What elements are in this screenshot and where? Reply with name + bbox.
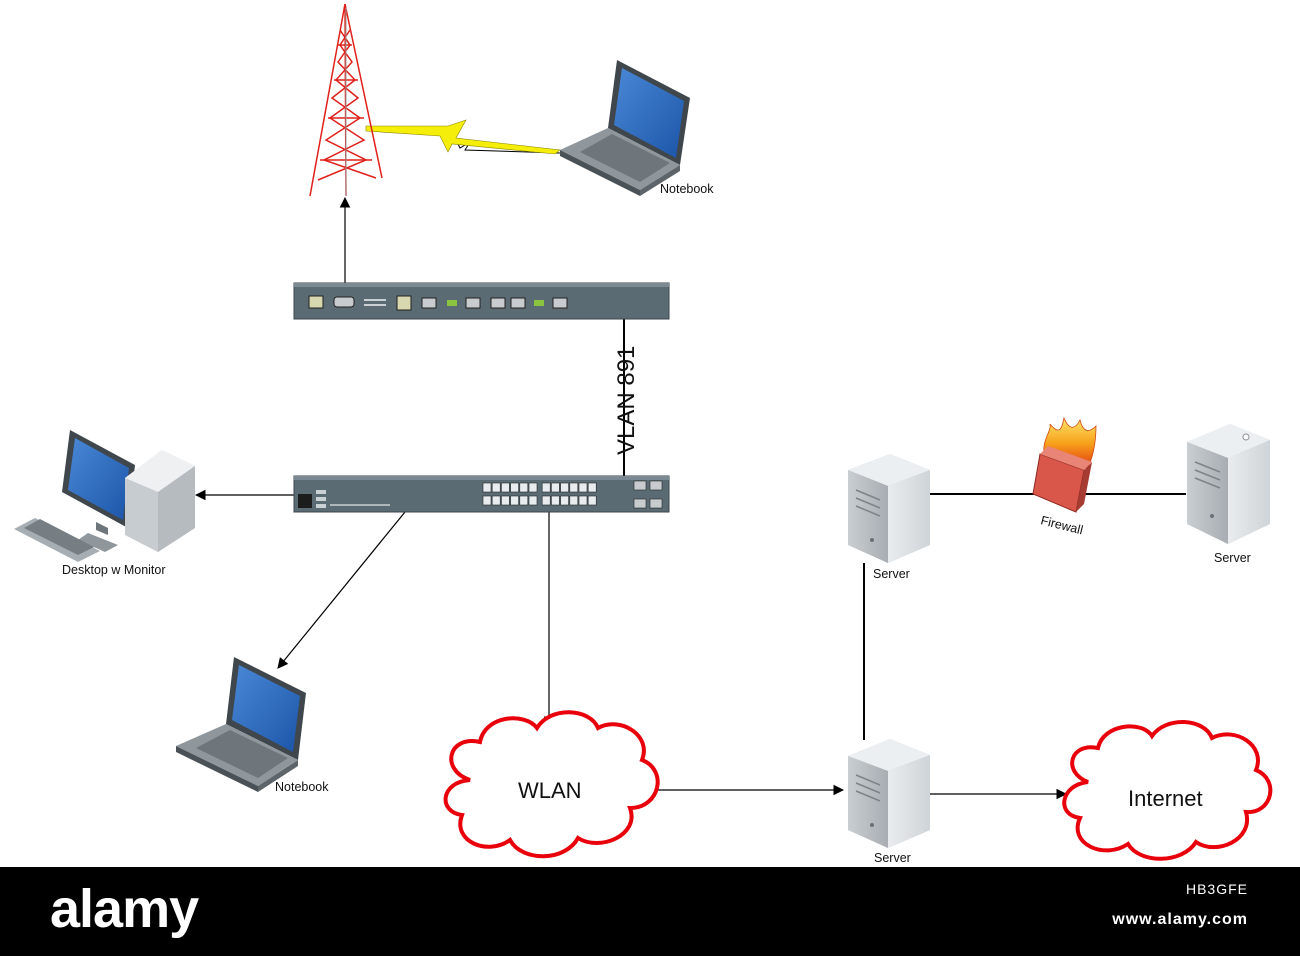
switch-uplink-port (649, 498, 663, 509)
switch-port (578, 495, 588, 506)
footer-url: www.alamy.com (1112, 911, 1248, 928)
switch-port (569, 495, 579, 506)
server-bottom-label: Server (874, 851, 911, 865)
switch-port (491, 482, 501, 493)
switch-port (551, 495, 560, 506)
switch-port (560, 495, 569, 506)
switch-port (587, 482, 597, 493)
firewall-label: Firewall (1039, 513, 1084, 537)
wlan-label: WLAN (518, 778, 582, 803)
switch-port (560, 482, 569, 493)
switch-port (510, 482, 519, 493)
switch-port (501, 482, 510, 493)
server-top-left-icon (848, 454, 930, 563)
watermark-footer: alamy HB3GFE www.alamy.com (0, 867, 1300, 956)
switch-port (541, 482, 551, 493)
switch-port (491, 495, 501, 506)
switch-port (569, 482, 579, 493)
switch-port (541, 495, 551, 506)
switch-uplink-port (633, 498, 647, 509)
notebook-top-label: Notebook (660, 182, 714, 196)
switch-port (551, 482, 560, 493)
notebook-bottom-label: Notebook (275, 780, 329, 794)
desktop-monitor-icon (14, 430, 195, 562)
lightning-icon (365, 119, 561, 155)
switch-uplink-port (649, 480, 663, 491)
switch-port (587, 495, 597, 506)
server-bottom-icon (848, 739, 930, 848)
switch-device (293, 475, 670, 513)
vlan-label: VLAN 891 (613, 346, 640, 455)
server-top-right-label: Server (1214, 551, 1251, 565)
internet-label: Internet (1128, 786, 1203, 811)
switch-ports (482, 480, 663, 509)
switch-port (528, 495, 538, 506)
switch-port (578, 482, 588, 493)
server-top-right-icon (1187, 424, 1270, 544)
firewall-icon (1032, 416, 1097, 513)
switch-port (501, 495, 510, 506)
desktop-label: Desktop w Monitor (62, 563, 166, 577)
switch-port (510, 495, 519, 506)
switch-port (482, 495, 492, 506)
link-switch-to-notebook (277, 511, 406, 669)
notebook-bottom-icon (176, 657, 306, 792)
router-device (293, 282, 670, 320)
switch-port (519, 482, 529, 493)
notebook-top-icon (560, 60, 690, 196)
switch-port (482, 482, 492, 493)
alamy-logo: alamy (50, 879, 199, 939)
switch-port (519, 495, 529, 506)
image-id: HB3GFE (1185, 881, 1248, 897)
internet-cloud-icon (1062, 720, 1273, 861)
connections (194, 119, 1186, 800)
wlan-cloud-icon (443, 710, 660, 859)
server-top-left-label: Server (873, 567, 910, 581)
switch-uplink-port (633, 480, 647, 491)
switch-port (528, 482, 538, 493)
